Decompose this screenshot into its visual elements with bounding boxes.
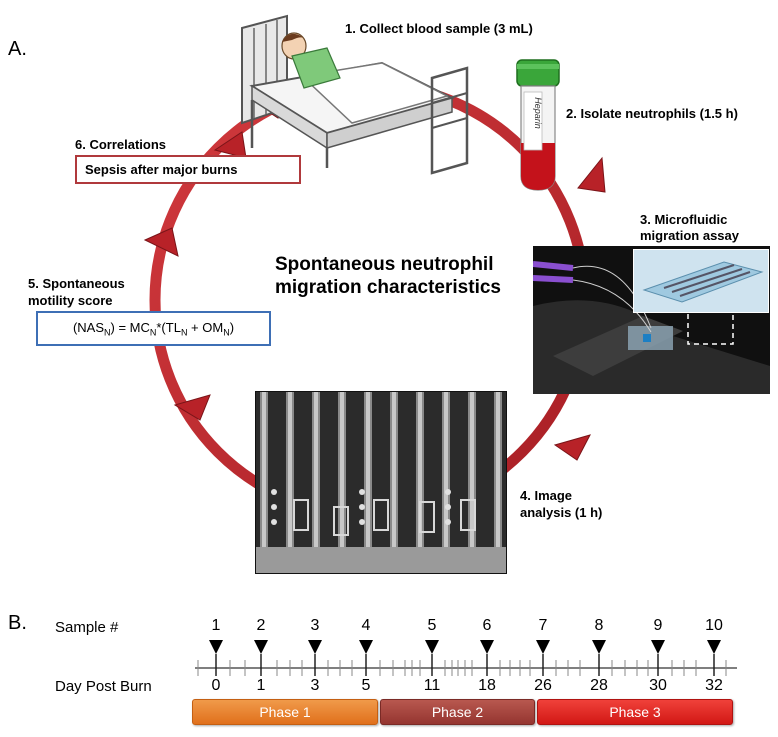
arrowhead-2 — [577, 156, 606, 193]
microscopy-image — [255, 391, 507, 574]
arrowhead-6 — [213, 131, 247, 159]
step-3-label-line1: 3. Microfluidic — [640, 212, 728, 227]
sample-number: 1 — [211, 617, 221, 634]
sample-marker — [254, 640, 268, 654]
sample-number: 6 — [482, 617, 492, 634]
tube-label: Heparin — [532, 97, 543, 129]
correlation-box: Sepsis after major burns — [75, 155, 301, 184]
step-1-label: 1. Collect blood sample (3 mL) — [345, 21, 533, 36]
sample-marker — [359, 640, 373, 654]
sample-marker — [425, 640, 439, 654]
sample-number: 9 — [653, 617, 663, 634]
sample-marker — [308, 640, 322, 654]
sample-marker — [480, 640, 494, 654]
day-number: 1 — [256, 677, 266, 694]
day-number: 5 — [361, 677, 371, 694]
sample-number: 2 — [256, 617, 266, 634]
correlation-text: Sepsis after major burns — [85, 162, 238, 177]
step-3-label-line2: migration assay — [640, 228, 739, 243]
arrowhead-3 — [553, 434, 591, 461]
panel-a-label: A. — [8, 38, 27, 60]
step-5-label-line2: motility score — [28, 293, 113, 308]
day-number: 3 — [310, 677, 320, 694]
step-6-label: 6. Correlations — [75, 137, 167, 152]
phase-1-bar: Phase 1 — [192, 699, 378, 725]
day-number: 11 — [423, 677, 441, 694]
sample-number: 3 — [310, 617, 320, 634]
sample-number: 7 — [538, 617, 548, 634]
sample-marker — [536, 640, 550, 654]
sample-label: Sample # — [55, 619, 119, 636]
step-4-label-line2: analysis (1 h) — [520, 505, 603, 520]
panel-b-label: B. — [8, 612, 27, 634]
step-4-label-line1: 4. Image — [520, 488, 573, 503]
day-number: 26 — [534, 677, 552, 694]
sample-marker — [707, 640, 721, 654]
phase-3-bar: Phase 3 — [537, 699, 733, 725]
day-number: 0 — [211, 677, 221, 694]
day-number: 28 — [590, 677, 608, 694]
arrowhead-5 — [143, 227, 179, 257]
blood-tube-illustration: Heparin — [514, 58, 562, 193]
day-number: 32 — [705, 677, 723, 694]
center-title-line1: Spontaneous neutrophil — [275, 254, 494, 275]
chip-inset — [633, 249, 769, 313]
step-5-label-line1: 5. Spontaneous — [28, 276, 125, 291]
sample-number: 8 — [594, 617, 604, 634]
sample-marker — [592, 640, 606, 654]
arrowhead-4 — [173, 394, 211, 421]
formula-text: (NASN) = MCN*(TLN + OMN) — [72, 319, 235, 338]
sample-marker — [651, 640, 665, 654]
day-number: 30 — [649, 677, 667, 694]
phase-2-bar: Phase 2 — [380, 699, 535, 725]
sample-number: 10 — [705, 617, 723, 634]
hospital-bed-illustration — [241, 14, 469, 175]
day-number: 18 — [478, 677, 496, 694]
step-2-label: 2. Isolate neutrophils (1.5 h) — [566, 106, 738, 121]
sample-number: 4 — [361, 617, 371, 634]
center-title-line2: migration characteristics — [275, 277, 501, 298]
sample-marker — [209, 640, 223, 654]
microfluidic-assay-photo — [533, 246, 770, 394]
day-label: Day Post Burn — [55, 678, 152, 695]
formula-box: (NASN) = MCN*(TLN + OMN) — [36, 311, 271, 346]
timeline-axis — [195, 640, 737, 676]
sample-number: 5 — [427, 617, 437, 634]
